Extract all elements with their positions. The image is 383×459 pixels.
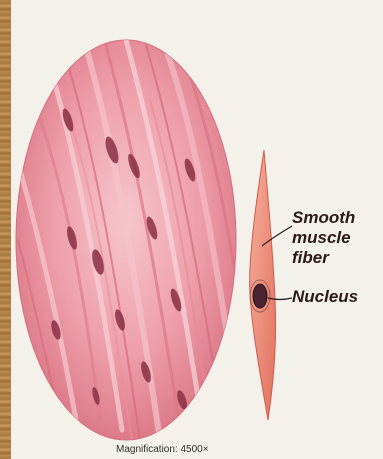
label-fiber-line-3: fiber [292, 248, 329, 267]
fiber-nucleus [253, 284, 267, 308]
label-nucleus: Nucleus [292, 287, 358, 307]
nucleus-leader-line [268, 298, 292, 300]
magnification-caption: Magnification: 4500× [116, 444, 209, 456]
label-fiber-line-1: Smooth [292, 208, 355, 227]
label-fiber-line-2: muscle [292, 228, 351, 247]
